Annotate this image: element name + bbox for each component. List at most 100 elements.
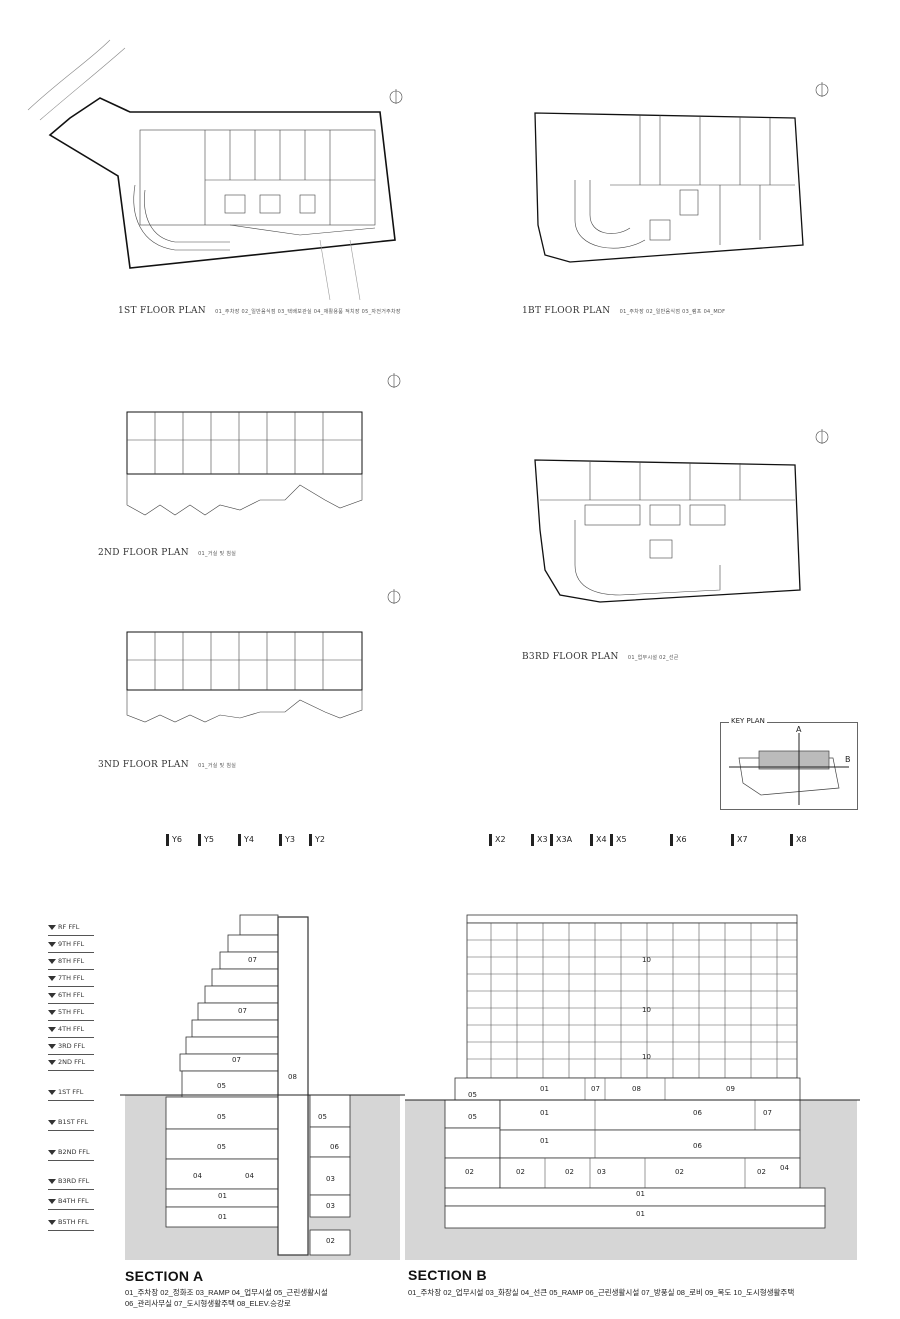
section-b-room-label: 10 xyxy=(642,1053,651,1061)
section-b-room-label: 01 xyxy=(540,1109,549,1117)
level-1st-label: 1ST FFL xyxy=(58,1088,84,1096)
section-a-room-label: 05 xyxy=(318,1113,327,1121)
grid-tag-x3: X3 xyxy=(531,834,548,846)
level-8th-label: 8TH FFL xyxy=(58,957,85,965)
grid-tag-x8: X8 xyxy=(790,834,807,846)
level-2nd: 2ND FFL xyxy=(48,1058,94,1071)
level-b5-label: B5TH FFL xyxy=(58,1218,89,1226)
grid-tag-x4: X4 xyxy=(590,834,607,846)
b1-floor-title-text: 1BT FLOOR PLAN xyxy=(522,306,611,316)
level-2nd-label: 2ND FFL xyxy=(58,1058,86,1066)
b3-floor-title-text: B3RD FLOOR PLAN xyxy=(522,652,619,662)
level-b1: B1ST FFL xyxy=(48,1118,94,1131)
b3-floor-legend: 01_업무시설 02_선큰 xyxy=(627,655,679,661)
third-floor-plan xyxy=(126,589,401,723)
grid-tag-y3: Y3 xyxy=(279,834,295,846)
level-3rd: 3RD FFL xyxy=(48,1042,94,1055)
section-a-room-label: 05 xyxy=(217,1082,226,1090)
level-b3-label: B3RD FFL xyxy=(58,1177,90,1185)
level-9th-label: 9TH FFL xyxy=(58,940,85,948)
grid-tag-y5: Y5 xyxy=(198,834,214,846)
level-b4-label: B4TH FFL xyxy=(58,1197,89,1205)
section-a-room-label: 05 xyxy=(217,1113,226,1121)
key-plan: KEY PLAN A B xyxy=(720,717,858,810)
b3-floor-plan-title: B3RD FLOOR PLAN 01_업무시설 02_선큰 xyxy=(522,652,679,662)
section-a-room-label: 04 xyxy=(245,1172,254,1180)
section-b-room-label: 02 xyxy=(757,1168,766,1176)
level-rf: RF FFL xyxy=(48,923,94,936)
section-b-room-label: 06 xyxy=(693,1109,702,1117)
section-a-legend-line1: 01_주차장 02_정화조 03_RAMP 04_업무시설 05_근린생활시설 xyxy=(125,1288,328,1297)
grid-tag-x3a: X3A xyxy=(550,834,572,846)
grid-tag-y4: Y4 xyxy=(238,834,254,846)
level-b4: B4TH FFL xyxy=(48,1197,94,1210)
floor-plans-drawing xyxy=(27,39,829,723)
section-a-room-label: 02 xyxy=(326,1237,335,1245)
second-floor-legend: 01_거실 및 침실 xyxy=(198,551,237,557)
section-a-room-label: 08 xyxy=(288,1073,297,1081)
section-b-room-label: 01 xyxy=(636,1190,645,1198)
level-5th: 5TH FFL xyxy=(48,1008,94,1021)
third-floor-legend: 01_거실 및 침실 xyxy=(198,763,237,769)
section-b-room-label: 10 xyxy=(642,1006,651,1014)
section-b-room-label: 06 xyxy=(693,1142,702,1150)
section-a-room-label: 04 xyxy=(193,1172,202,1180)
section-a-room-label: 01 xyxy=(218,1192,227,1200)
level-b3: B3RD FFL xyxy=(48,1177,94,1190)
b1-floor-legend: 01_주차장 02_일반음식점 03_램프 04_MDF xyxy=(619,309,726,315)
section-b-room-label: 05 xyxy=(468,1113,477,1121)
first-floor-legend: 01_주차장 02_일반음식점 03_택배보관실 04_재활용품 적치장 05_… xyxy=(215,309,401,315)
first-floor-title-text: 1ST FLOOR PLAN xyxy=(118,306,206,316)
section-b-room-label: 01 xyxy=(540,1085,549,1093)
section-b-room-label: 07 xyxy=(591,1085,600,1093)
level-b2: B2ND FFL xyxy=(48,1148,94,1161)
section-b-room-label: 02 xyxy=(675,1168,684,1176)
level-7th-label: 7TH FFL xyxy=(58,974,85,982)
level-3rd-label: 3RD FFL xyxy=(58,1042,85,1050)
grid-tag-y2: Y2 xyxy=(309,834,325,846)
section-b-room-label: 07 xyxy=(763,1109,772,1117)
b3-floor-plan xyxy=(534,429,829,603)
section-a-room-label: 07 xyxy=(238,1007,247,1015)
grid-tag-x5: X5 xyxy=(610,834,627,846)
section-b-room-label: 02 xyxy=(565,1168,574,1176)
grid-tag-x2: X2 xyxy=(489,834,506,846)
section-b-room-label: 02 xyxy=(465,1168,474,1176)
grid-tag-x7: X7 xyxy=(731,834,748,846)
section-b-drawing xyxy=(405,914,860,1260)
section-b-room-label: 01 xyxy=(636,1210,645,1218)
section-a-drawing xyxy=(120,914,405,1260)
second-floor-title-text: 2ND FLOOR PLAN xyxy=(98,548,189,558)
level-5th-label: 5TH FFL xyxy=(58,1008,85,1016)
section-b-room-label: 08 xyxy=(632,1085,641,1093)
third-floor-title-text: 3ND FLOOR PLAN xyxy=(98,760,189,770)
section-b-room-label: 10 xyxy=(642,956,651,964)
b1-floor-plan xyxy=(534,82,829,263)
section-a-room-label: 07 xyxy=(248,956,257,964)
level-7th: 7TH FFL xyxy=(48,974,94,987)
section-a-room-label: 06 xyxy=(330,1143,339,1151)
grid-tag-y6: Y6 xyxy=(166,834,182,846)
section-b-room-label: 05 xyxy=(468,1091,477,1099)
first-floor-plan xyxy=(27,39,403,301)
section-b-room-label: 03 xyxy=(597,1168,606,1176)
level-b5: B5TH FFL xyxy=(48,1218,94,1231)
level-4th-label: 4TH FFL xyxy=(58,1025,85,1033)
section-a-legend: 01_주차장 02_정화조 03_RAMP 04_업무시설 05_근린생활시설 … xyxy=(125,1287,328,1309)
section-b-room-label: 02 xyxy=(516,1168,525,1176)
level-1st: 1ST FFL xyxy=(48,1088,94,1101)
key-plan-label-a: A xyxy=(796,725,802,734)
section-a-room-label: 03 xyxy=(326,1202,335,1210)
third-floor-plan-title: 3ND FLOOR PLAN 01_거실 및 침실 xyxy=(98,760,236,770)
first-floor-plan-title: 1ST FLOOR PLAN 01_주차장 02_일반음식점 03_택배보관실 … xyxy=(118,306,401,316)
b1-floor-plan-title: 1BT FLOOR PLAN 01_주차장 02_일반음식점 03_램프 04_… xyxy=(522,306,725,316)
level-4th: 4TH FFL xyxy=(48,1025,94,1038)
section-a-legend-line2: 06_관리사무실 07_도시형생활주택 08_ELEV.승강로 xyxy=(125,1299,291,1308)
section-a-room-label: 05 xyxy=(217,1143,226,1151)
level-6th-label: 6TH FFL xyxy=(58,991,85,999)
section-a-room-label: 03 xyxy=(326,1175,335,1183)
grid-tag-x6: X6 xyxy=(670,834,687,846)
key-plan-label-b: B xyxy=(845,755,851,764)
section-b-room-label: 04 xyxy=(780,1164,789,1172)
section-a-title: SECTION A xyxy=(125,1268,204,1284)
